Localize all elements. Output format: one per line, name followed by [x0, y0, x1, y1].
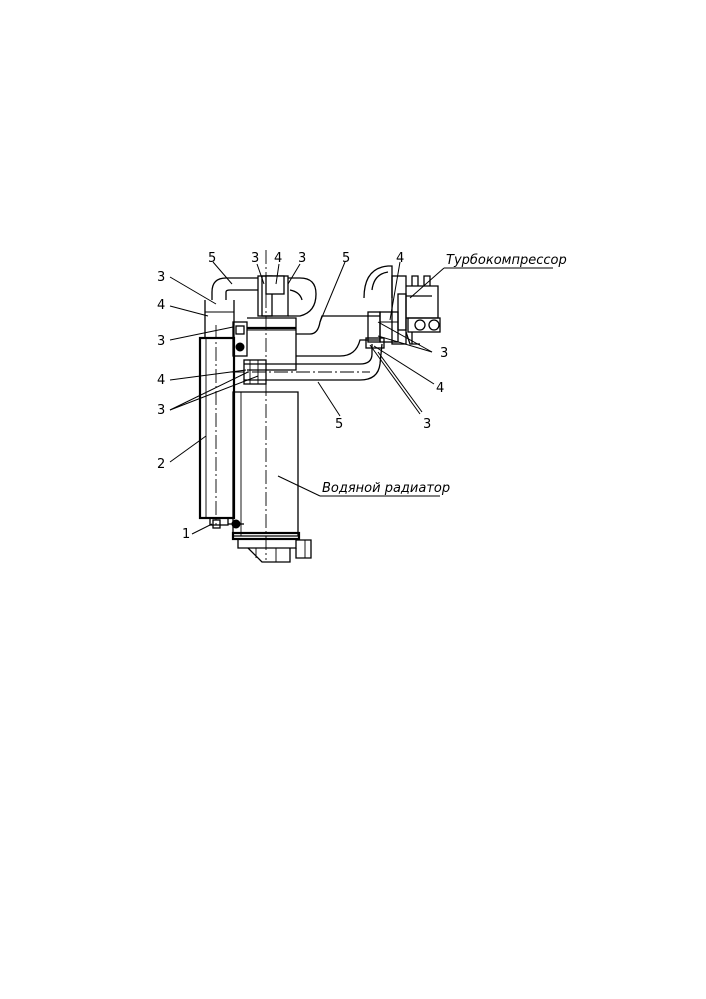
label-4-top-left: 4	[157, 298, 165, 313]
label-5-lower: 5	[335, 417, 343, 432]
label-3-top-a: 3	[251, 251, 259, 266]
turbocharger-caption: Турбокомпрессор	[446, 253, 567, 268]
water-radiator-body	[231, 250, 312, 563]
label-3-left-lower: 3	[157, 403, 165, 418]
label-3-mid-left: 3	[157, 334, 165, 349]
label-3-top-left: 3	[157, 270, 165, 285]
label-4-left-lower: 4	[157, 373, 165, 388]
label-4-turbo: 4	[396, 251, 404, 266]
label-1: 1	[182, 527, 190, 542]
callout-numbers: 3 4 3 5 3 4 3 5 4 Турбокомпрессор 3 4 3 …	[157, 251, 567, 542]
upper-left-pipe	[211, 275, 317, 317]
label-5-right-top: 5	[342, 251, 350, 266]
water-radiator-caption: Водяной радиатор	[322, 481, 450, 496]
pipe-to-turbocharger	[296, 311, 399, 357]
air-cooler-body	[198, 325, 236, 526]
lower-return-pipe	[230, 337, 385, 385]
label-3-right-lower: 3	[423, 417, 431, 432]
label-3-right: 3	[440, 346, 448, 361]
leader-lines	[169, 261, 553, 535]
upper-header	[204, 300, 297, 371]
label-2: 2	[157, 457, 165, 472]
label-4-top: 4	[274, 251, 282, 266]
label-5-top: 5	[208, 251, 216, 266]
label-3-top-b: 3	[298, 251, 306, 266]
turbocharger	[363, 265, 441, 345]
label-4-right: 4	[436, 381, 444, 396]
